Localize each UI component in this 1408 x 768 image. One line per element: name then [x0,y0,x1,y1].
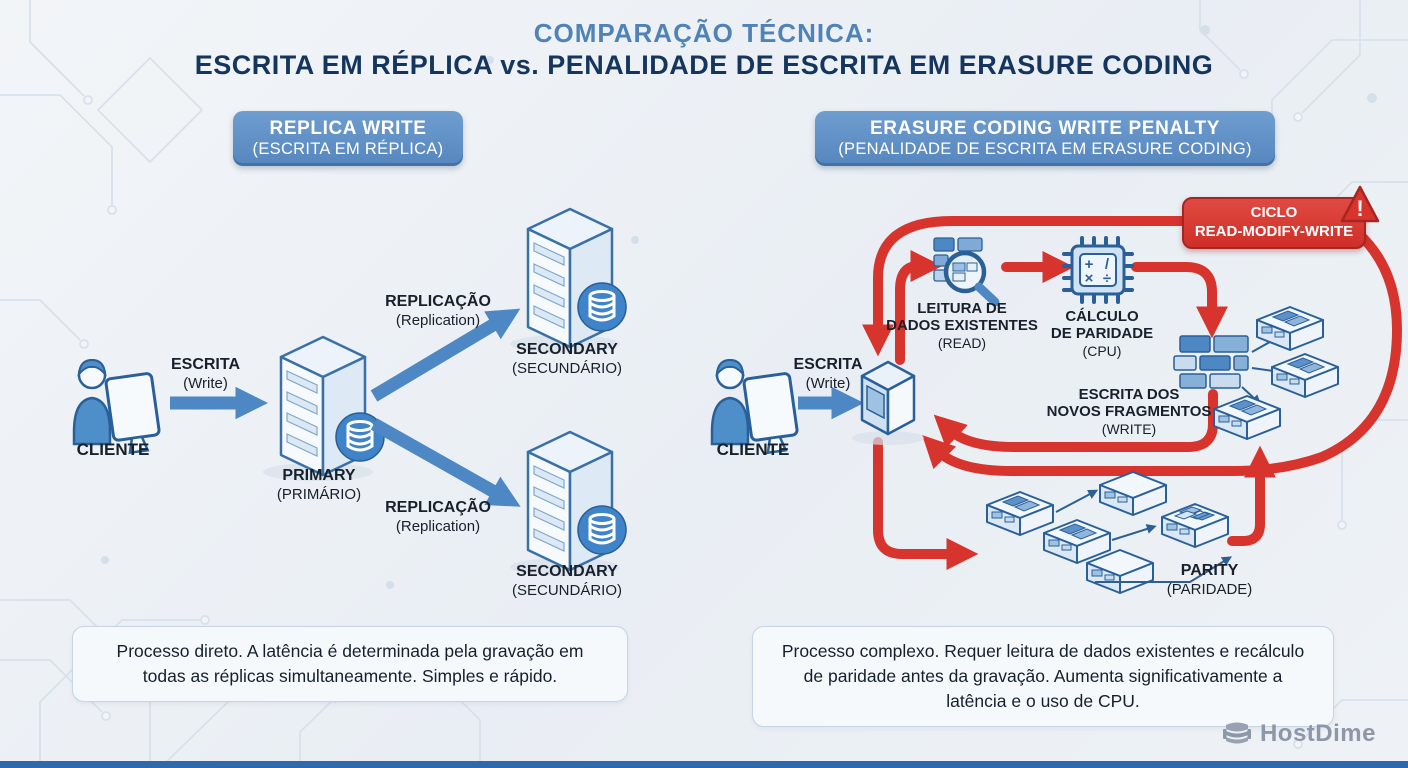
replication-arrow-bottom [370,418,521,507]
cpu-step-label: CÁLCULO DE PARIDADE (CPU) [1050,308,1154,359]
replication-bottom-label: REPLICAÇÃO (Replication) [385,499,491,535]
secondary-server-top-icon [526,207,628,349]
write-step-label: ESCRITA DOS NOVOS FRAGMENTOS (WRITE) [1046,386,1212,437]
write-arrow-label: ESCRITA (Write) [170,356,241,392]
read-step-label: LEITURA DE DADOS EXISTENTES (READ) [886,300,1038,351]
data-disk-icon [1272,354,1338,397]
read-modify-write-cycle-arrows [861,216,1403,571]
cycle-badge-line1: CICLO [1250,204,1298,221]
right-summary-box: Processo complexo. Requer leitura de dad… [752,626,1334,727]
write-arrow-label-right: ESCRITA (Write) [793,356,863,392]
disk-icon [1086,549,1154,594]
cpu-slash-glyph: / [1105,256,1110,273]
left-summary-text: Processo direto. A latência é determinad… [116,641,584,686]
parity-label: PARITY (PARIDADE) [1166,562,1253,598]
parity-disk-icon [1162,504,1228,547]
replication-arrow-top [370,308,521,402]
fragments-icon [1173,335,1249,389]
secondary-bottom-label: SECONDARY (SECUNDÁRIO) [511,563,622,599]
cpu-divide-glyph: ÷ [1103,270,1111,287]
secondary-top-label: SECONDARY (SECUNDÁRIO) [511,341,622,377]
replica-write-diagram [72,207,628,576]
left-panel-title: REPLICA WRITE [269,118,427,139]
page-title-kicker: COMPARAÇÃO TÉCNICA: [533,18,875,48]
primary-server-icon [279,335,386,477]
left-panel-header: REPLICA WRITE (ESCRITA EM RÉPLICA) [233,111,463,166]
right-summary-text: Processo complexo. Requer leitura de dad… [781,641,1305,711]
brand-name: HostDime [1259,720,1376,747]
right-panel-title: ERASURE CODING WRITE PENALTY [869,118,1220,139]
stripe-arrows [1055,489,1232,583]
cycle-badge: CICLO READ-MODIFY-WRITE [1182,197,1366,249]
brand-logo: HostDime [1222,720,1376,748]
replication-top-label: REPLICAÇÃO (Replication) [385,293,491,329]
right-panel-subtitle: (PENALIDADE DE ESCRITA EM ERASURE CODING… [838,140,1252,158]
bottom-accent-bar [0,761,1408,768]
left-summary-box: Processo direto. A latência é determinad… [72,626,628,702]
data-disk-icon [1044,520,1110,563]
client-label-right: CLIENTE [716,440,790,459]
cycle-badge-line2: READ-MODIFY-WRITE [1194,222,1354,240]
read-data-icon [933,237,1000,307]
data-disk-icon [1214,396,1280,439]
page-title: ESCRITA EM RÉPLICA vs. PENALIDADE DE ESC… [194,50,1214,80]
erasure-coding-diagram: + / × ÷ [710,216,1403,594]
secondary-server-bottom-icon [526,430,628,572]
cpu-times-glyph: × [1085,270,1094,287]
data-disk-icon [987,492,1053,535]
client-label: CLIENTE [76,440,150,459]
cpu-icon: + / × ÷ [1062,236,1134,304]
cpu-plus-glyph: + [1085,256,1094,273]
hostdime-icon [1222,722,1251,744]
right-panel-header: ERASURE CODING WRITE PENALTY (PENALIDADE… [815,111,1275,166]
warning-icon: ! [1340,185,1380,223]
warning-mark: ! [1356,196,1363,221]
disk-icon [1099,471,1167,516]
storage-node-icon [852,360,924,445]
primary-label: PRIMARY (PRIMÁRIO) [276,467,362,503]
left-panel-subtitle: (ESCRITA EM RÉPLICA) [252,140,444,158]
